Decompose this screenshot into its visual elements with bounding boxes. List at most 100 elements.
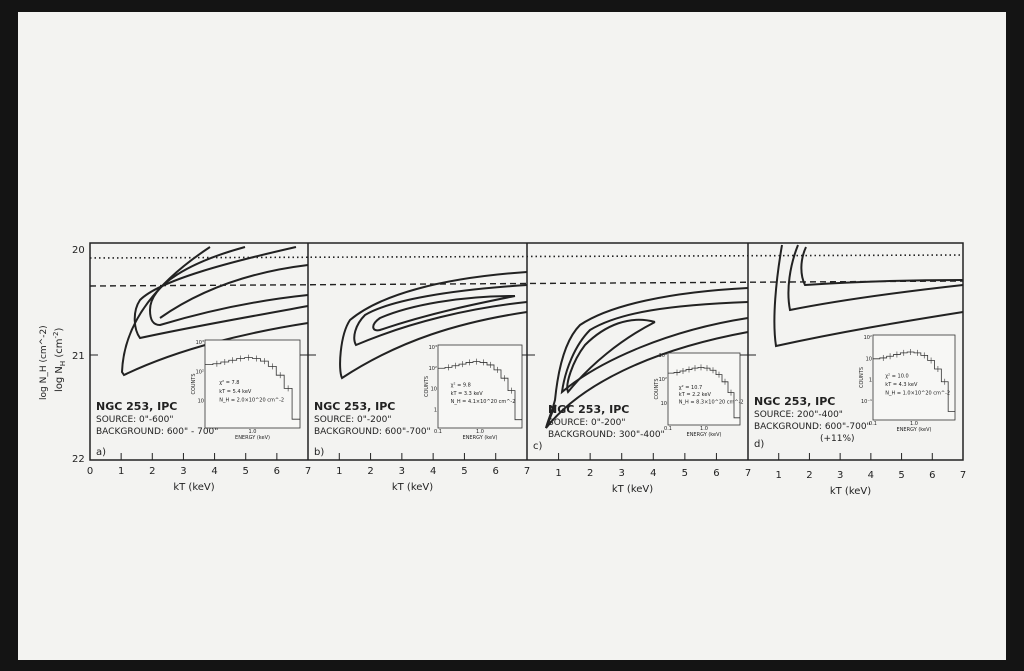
inset-ytick: 10 xyxy=(661,401,667,407)
x-tick-label: 4 xyxy=(211,466,217,477)
x-tick-label: 3 xyxy=(619,468,625,479)
panels: NGC 253, IPC SOURCE: 0"-600" BACKGROUND: 6… xyxy=(96,334,956,458)
inset-kt: kT = 4.3 keV xyxy=(885,382,918,388)
confidence-contour-mid-d xyxy=(787,244,964,312)
y-axis-label: log N_H (cm^-2) xyxy=(39,325,49,400)
inset-kt: kT = 2.2 keV xyxy=(679,392,712,398)
inset-kt: kT = 5.4 keV xyxy=(219,389,252,395)
panel-title: NGC 253, IPC xyxy=(96,400,177,413)
x-tick-label: 2 xyxy=(367,466,373,477)
spectrum-histogram xyxy=(668,367,740,419)
x-tick-label: 5 xyxy=(898,470,904,481)
spectrum-histogram xyxy=(438,361,522,421)
x-tick-label: 1 xyxy=(336,466,342,477)
x-axis-label: kT (keV) xyxy=(830,486,871,497)
x-tick-label: 3 xyxy=(837,470,843,481)
slide-paper xyxy=(18,12,1006,660)
y-axis-label-formatted: log NH (cm-2) xyxy=(52,328,67,392)
x-tick-label: 0 xyxy=(87,466,93,477)
inset-ylabel: COUNTS xyxy=(654,378,660,399)
confidence-contour-inner-b xyxy=(372,295,516,332)
confidence-contour-outer-b xyxy=(339,271,528,380)
x-tick-label: 3 xyxy=(180,466,186,477)
x-tick-label: 2 xyxy=(806,470,812,481)
y-tick-label: 20 xyxy=(72,245,85,256)
confidence-contour-inner-c xyxy=(566,318,656,394)
panel-source: SOURCE: 0"-200" xyxy=(548,418,625,428)
x-tick-label: 2 xyxy=(587,468,593,479)
x-tick-label: 3 xyxy=(399,466,405,477)
confidence-contour-outer-c xyxy=(545,287,749,429)
inset-ylabel: COUNTS xyxy=(191,373,197,394)
inset-ytick: 10 xyxy=(198,399,204,405)
inset-xlabel: ENERGY (keV) xyxy=(463,435,498,441)
x-tick-label: 2 xyxy=(149,466,155,477)
x-tick-label: 7 xyxy=(524,466,530,477)
confidence-contour-inner-a xyxy=(159,264,309,319)
inset-ytick: 10² xyxy=(864,335,872,341)
inset-nh: N_H = 2.0×10^20 cm^-2 xyxy=(219,398,284,404)
x-tick-label: 5 xyxy=(461,466,467,477)
inset-xtick: 0.1 xyxy=(434,429,442,435)
inset-nh: N_H = 4.1×10^20 cm^-2 xyxy=(451,399,516,405)
inset-xlabel: ENERGY (keV) xyxy=(687,432,722,438)
x-tick-label: 4 xyxy=(650,468,656,479)
x-tick-label: 1 xyxy=(776,470,782,481)
inset-chi2: χ² = 10.7 xyxy=(679,385,702,391)
x-tick-label: 6 xyxy=(493,466,499,477)
spectrum-inset: χ² = 7.8 kT = 5.4 keV N_H = 2.0×10^20 cm^-… xyxy=(191,339,301,441)
inset-nh: N_H = 8.3×10^20 cm^-2 xyxy=(679,399,744,405)
inset-ytick: 1 xyxy=(869,378,872,384)
panel-background: BACKGROUND: 600" - 700" xyxy=(96,427,218,437)
inset-chi2: χ² = 10.0 xyxy=(885,374,908,380)
inset-xlabel: ENERGY (keV) xyxy=(897,427,932,433)
x-tick-label: 1 xyxy=(555,468,561,479)
inset-nh: N_H = 1.0×10^20 cm^-2 xyxy=(885,391,950,397)
x-tick-label: 7 xyxy=(960,470,966,481)
dotted-reference-line xyxy=(89,254,964,259)
confidence-contour-outer-a xyxy=(133,246,309,340)
panel-background: BACKGROUND: 600"-700" xyxy=(314,427,431,437)
confidence-contour-outer-d xyxy=(773,244,964,348)
inset-chi2: χ² = 9.8 xyxy=(451,383,471,389)
panel-source: SOURCE: 0"-200" xyxy=(314,415,391,425)
inset-ytick: 10² xyxy=(429,366,437,372)
x-tick-label: 6 xyxy=(713,468,719,479)
panel-id: b) xyxy=(314,447,324,458)
spectrum-histogram xyxy=(205,357,300,420)
inset-ytick: 10² xyxy=(196,369,204,375)
x-tick-label: 4 xyxy=(868,470,874,481)
dashed-reference-line xyxy=(89,280,964,287)
panel-id: c) xyxy=(533,441,542,452)
panel-background: BACKGROUND: 300"-400" xyxy=(548,430,665,440)
x-tick-label: 5 xyxy=(243,466,249,477)
inset-ytick: 10³ xyxy=(196,340,204,346)
inset-ytick: 10³ xyxy=(429,345,437,351)
confidence-contour-mid-b xyxy=(353,284,528,347)
confidence-contour-tail-c xyxy=(545,404,557,429)
x-tick-label: 4 xyxy=(430,466,436,477)
panel-title: NGC 253, IPC xyxy=(754,395,835,408)
inset-xtick: 1.0 xyxy=(249,429,257,435)
inset-xtick: 1.0 xyxy=(910,421,918,427)
x-tick-label: 5 xyxy=(682,468,688,479)
panel-note: (+11%) xyxy=(820,434,855,444)
x-axis-label: kT (keV) xyxy=(392,482,433,493)
panel-source: SOURCE: 0"-600" xyxy=(96,415,173,425)
spectrum-histogram xyxy=(873,351,955,412)
inset-xtick: 0.1 xyxy=(664,426,672,432)
y-tick-label: 22 xyxy=(72,454,85,465)
panel-id: a) xyxy=(96,447,106,458)
y-tick-label: 21 xyxy=(72,351,85,362)
x-tick-label: 6 xyxy=(274,466,280,477)
inset-xtick: 1.0 xyxy=(476,429,484,435)
inset-ytick: 10² xyxy=(659,377,667,383)
inset-chi2: χ² = 7.8 xyxy=(219,380,239,386)
panel-id: d) xyxy=(754,439,764,450)
inset-ylabel: COUNTS xyxy=(859,367,865,388)
x-axis-label: kT (keV) xyxy=(173,482,214,493)
inset-ylabel: COUNTS xyxy=(424,376,430,397)
